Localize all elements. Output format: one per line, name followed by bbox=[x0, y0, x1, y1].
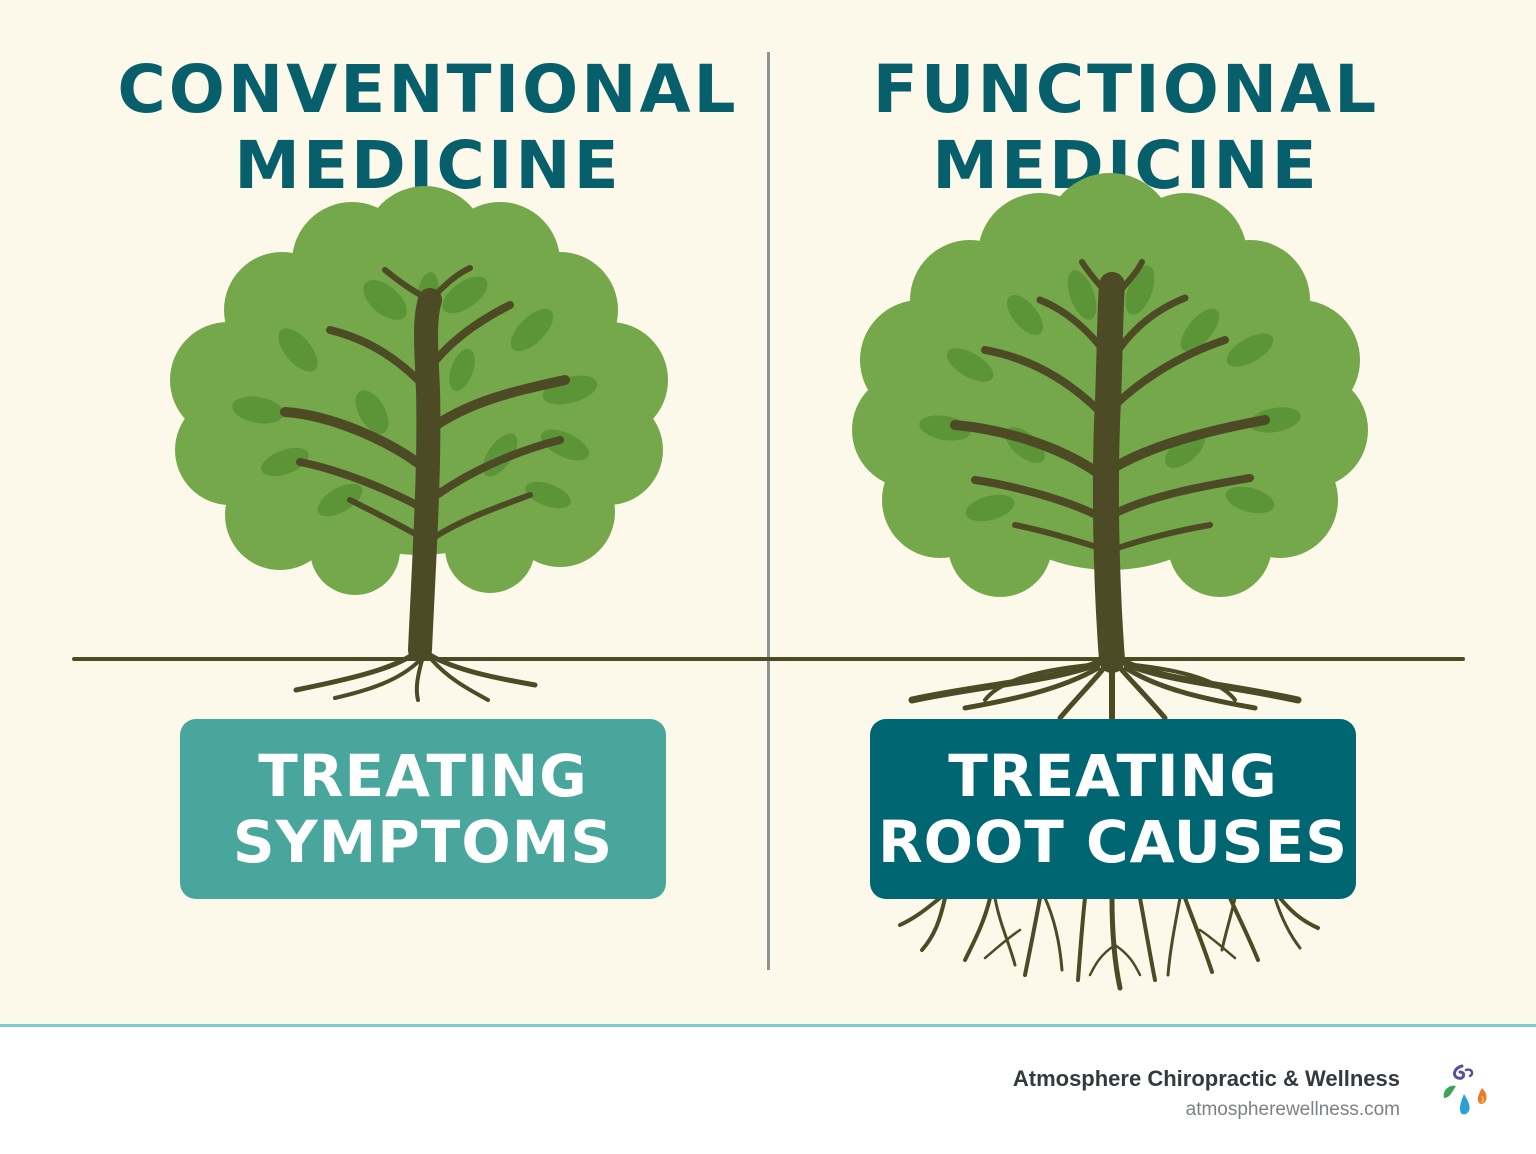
brand-url: atmospherewellness.com bbox=[1185, 1099, 1400, 1120]
treating-symptoms-label: TREATING SYMPTOMS bbox=[180, 719, 666, 899]
title-line: FUNCTIONAL bbox=[872, 51, 1380, 128]
footer-divider bbox=[0, 1024, 1536, 1027]
brand-name: Atmosphere Chiropractic & Wellness bbox=[1012, 1066, 1400, 1091]
conventional-medicine-title: CONVENTIONAL MEDICINE bbox=[68, 52, 788, 204]
left-tree-roots bbox=[293, 652, 538, 702]
label-line: ROOT CAUSES bbox=[878, 808, 1348, 876]
treating-root-causes-label: TREATING ROOT CAUSES bbox=[870, 719, 1356, 899]
label-line: TREATING bbox=[258, 742, 588, 810]
label-line: SYMPTOMS bbox=[232, 808, 614, 876]
title-line: CONVENTIONAL bbox=[117, 51, 739, 128]
left-tree-trunk bbox=[280, 265, 570, 662]
element-drops-logo-icon bbox=[1443, 1064, 1487, 1115]
right-tree-roots-upper bbox=[908, 658, 1302, 721]
label-line: TREATING bbox=[948, 742, 1278, 810]
right-tree-roots-lower bbox=[898, 895, 1320, 991]
right-tree-trunk bbox=[950, 259, 1270, 673]
trees-illustration bbox=[72, 173, 1465, 991]
right-tree-leaves bbox=[919, 265, 1301, 522]
center-divider bbox=[767, 52, 770, 970]
